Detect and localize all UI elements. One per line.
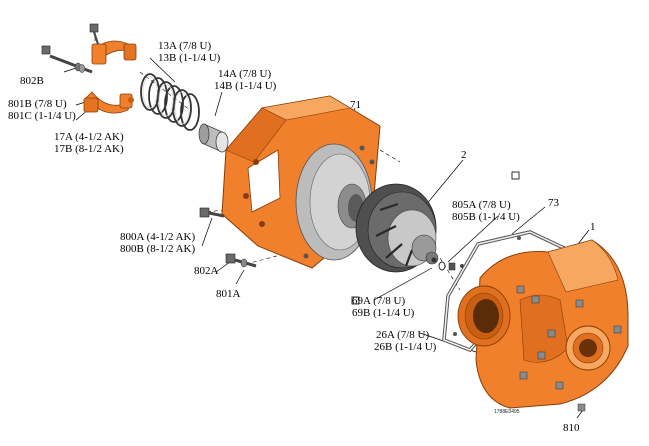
spring-highlight (142, 75, 190, 125)
drawing-number: 1788E0495 (494, 409, 520, 415)
label-801c: 801C (1-1/4 U) (8, 110, 76, 122)
label-810: 810 (563, 422, 580, 434)
label-802b: 802B (20, 75, 44, 87)
label-71: 71 (350, 99, 361, 111)
adapter-bracket-part (221, 95, 381, 269)
label-800b: 800B (8-1/2 AK) (120, 243, 196, 255)
adapter-bolts (199, 207, 257, 268)
label-69b: 69B (1-1/4 U) (352, 307, 415, 319)
spring-part (140, 73, 200, 131)
pump-casing-part (457, 239, 629, 412)
label-801a: 801A (216, 288, 241, 300)
label-13a: 13A (7/8 U) (158, 40, 212, 52)
label-17b: 17B (8-1/2 AK) (54, 143, 124, 155)
label-69a: 69A (7/8 U) (352, 295, 406, 307)
clamp-ring-part (83, 40, 137, 114)
label-800a: 800A (4-1/2 AK) (120, 231, 196, 243)
plug-symbol (511, 171, 520, 180)
label-17a: 17A (4-1/2 AK) (54, 131, 124, 143)
part-labels: 802B 801B (7/8 U) 801C (1-1/4 U) 17A (4-… (8, 40, 596, 434)
label-802a: 802A (194, 265, 219, 277)
label-2: 2 (461, 149, 467, 161)
label-73: 73 (548, 197, 560, 209)
label-801b: 801B (7/8 U) (8, 98, 67, 110)
label-805b: 805B (1-1/4 U) (452, 211, 520, 223)
label-26b: 26B (1-1/4 U) (374, 341, 437, 353)
impeller-part (355, 183, 439, 273)
clamp-bolts (41, 23, 99, 74)
label-1: 1 (590, 221, 596, 233)
label-805a: 805A (7/8 U) (452, 199, 511, 211)
sleeve-part (198, 123, 229, 153)
label-13b: 13B (1-1/4 U) (158, 52, 221, 64)
label-14b: 14B (1-1/4 U) (214, 80, 277, 92)
plug-symbol-2 (351, 296, 360, 305)
small-parts (438, 261, 464, 271)
label-14a: 14A (7/8 U) (218, 68, 272, 80)
label-26a: 26A (7/8 U) (376, 329, 430, 341)
